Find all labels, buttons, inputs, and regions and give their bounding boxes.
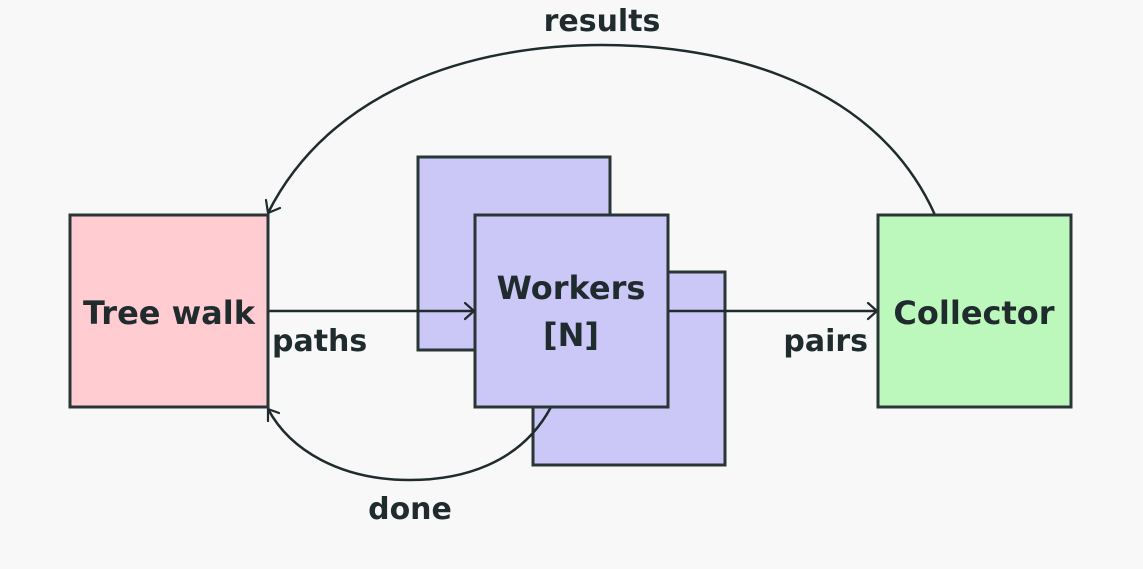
done-arrowhead-icon	[266, 407, 281, 423]
collector-box	[876, 213, 1073, 409]
done-label: done	[368, 492, 452, 527]
results-arrowhead-icon	[264, 198, 282, 215]
worker-box-front	[473, 213, 670, 409]
pairs-label: pairs	[783, 324, 868, 359]
paths-arrowhead-icon	[463, 301, 476, 321]
workers-label: Workers	[497, 269, 646, 307]
paths-label: paths	[272, 324, 367, 359]
tree-walk-label: Tree walk	[83, 294, 256, 332]
results-edge	[266, 43, 937, 216]
done-edge	[266, 406, 553, 482]
collector-label: Collector	[893, 294, 1054, 332]
results-label: results	[544, 4, 661, 39]
workers-count-label: [N]	[543, 316, 599, 354]
tree-walk-box	[68, 213, 270, 409]
